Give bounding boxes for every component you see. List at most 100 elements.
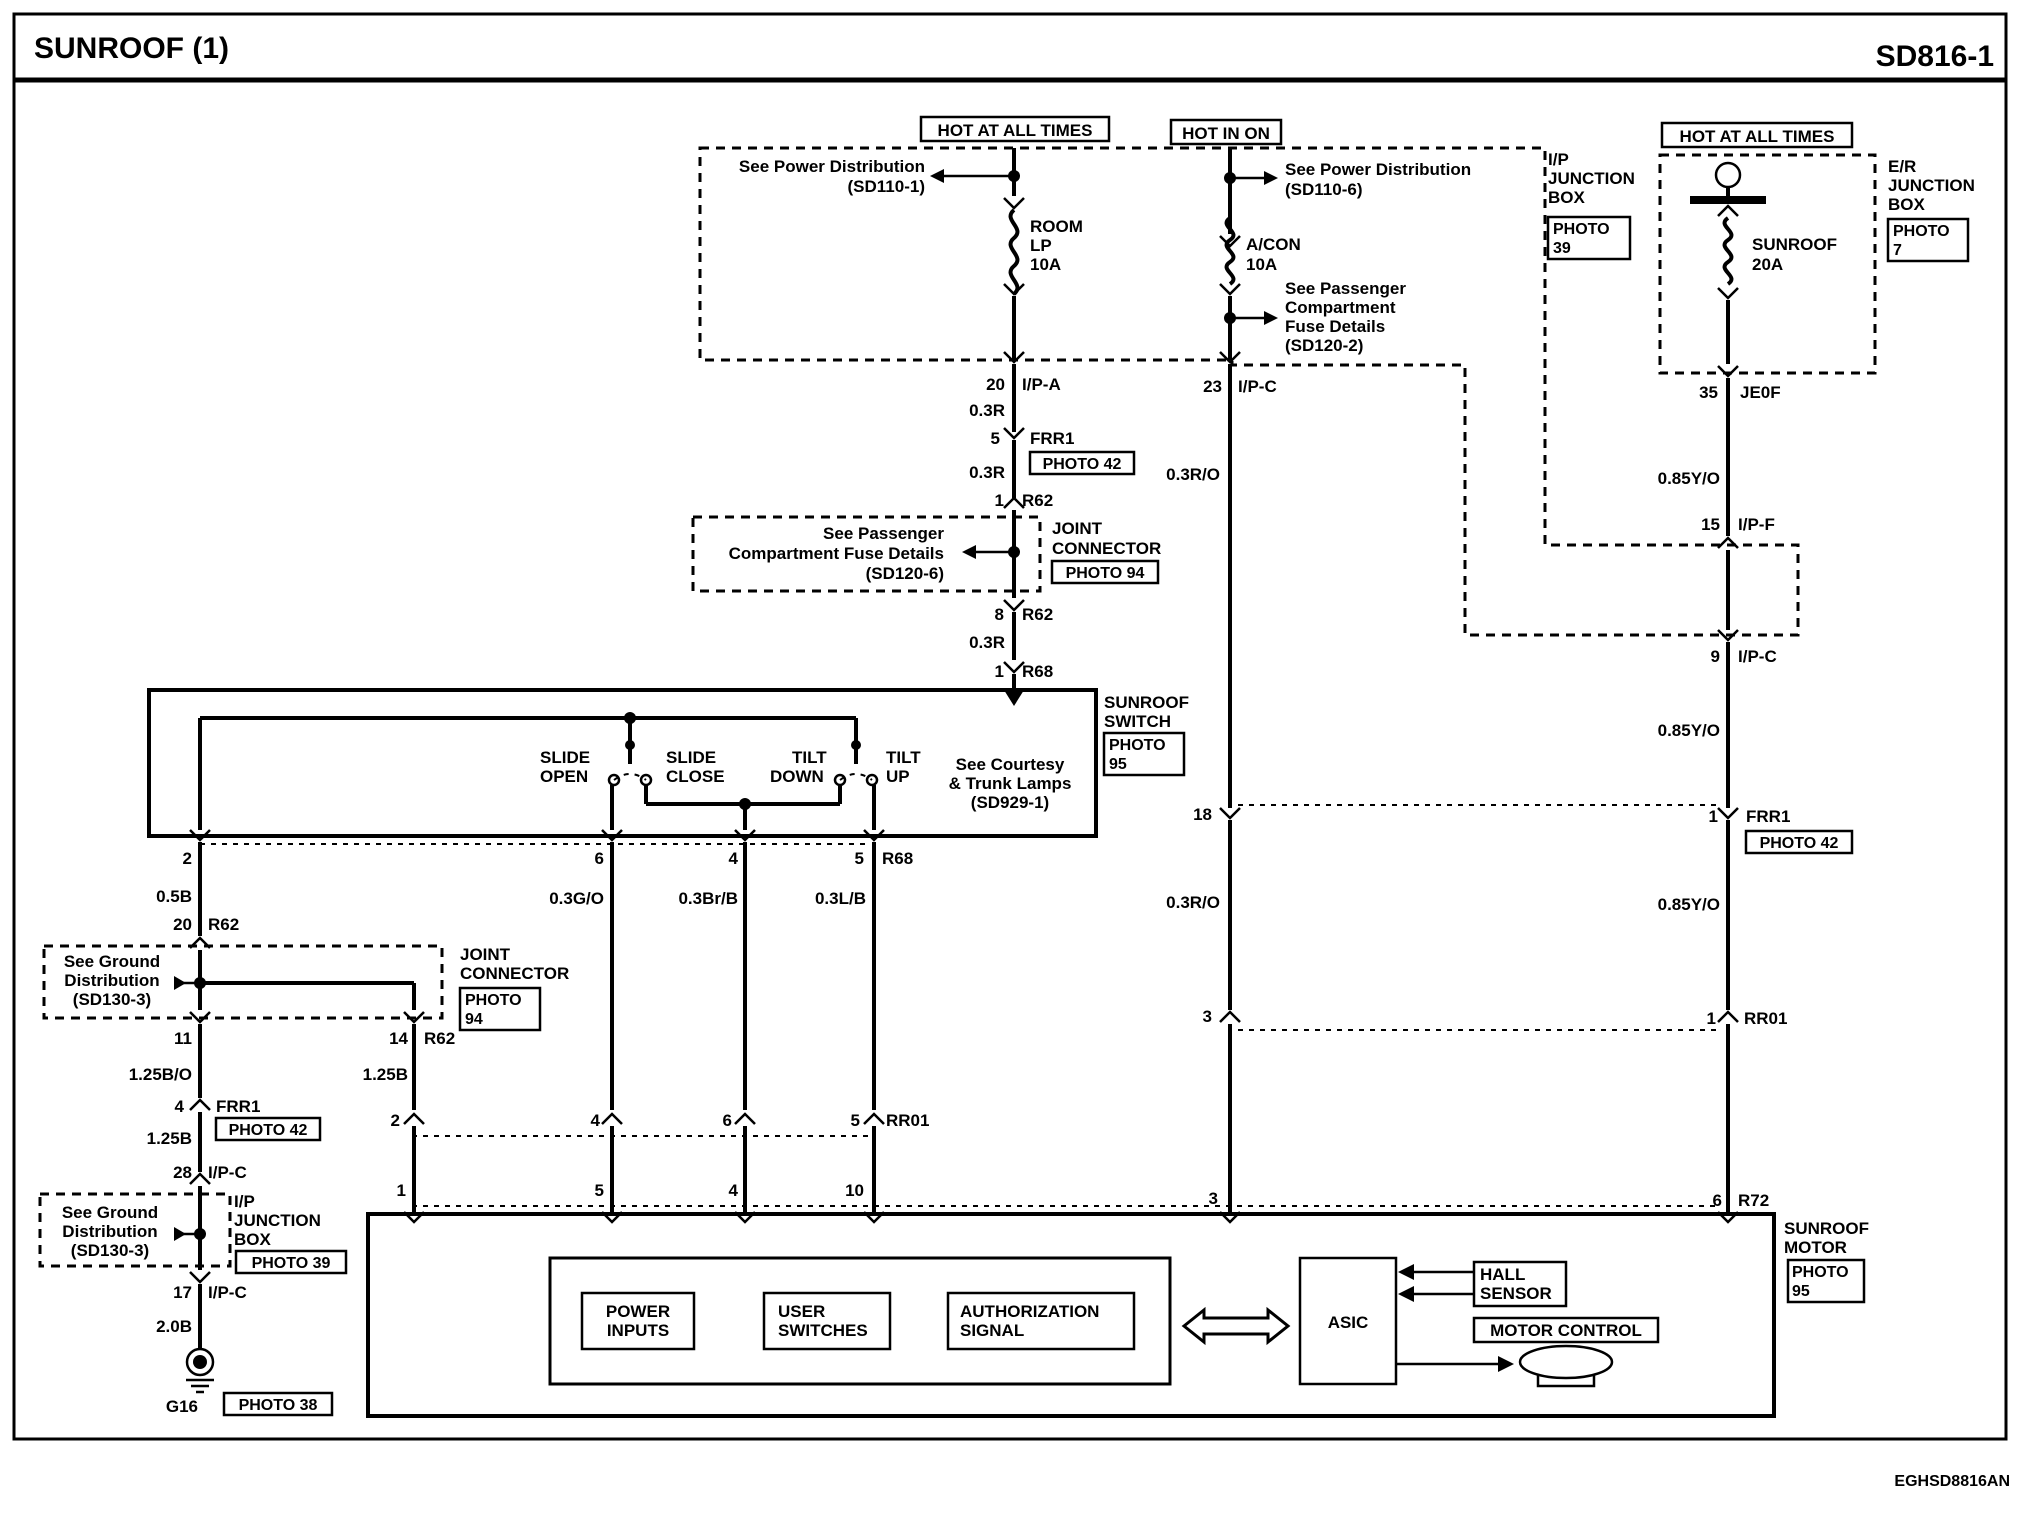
ip-junction-box-lower-outline [38,1192,232,1268]
svg-text:MOTOR: MOTOR [1784,1238,1847,1257]
power-label-hot-in-on: HOT IN ON [1169,118,1283,146]
svg-text:JUNCTION: JUNCTION [1888,176,1975,195]
block-power-inputs: POWER INPUTS [580,1291,696,1351]
arrowhead [1264,311,1278,325]
motor-inner-panel [548,1256,1172,1386]
sunroof-switch-label: SUNROOF SWITCH [1104,693,1189,731]
conn-1-frr1: 1 [1709,807,1718,826]
conn-15-ipf: 15 [1701,515,1720,534]
svg-text:UP: UP [886,767,910,786]
wire-03r-b: 0.3R [969,463,1005,482]
conn-r62-b: R62 [1022,605,1053,624]
arrowhead [930,169,944,183]
svg-text:ROOM: ROOM [1030,217,1083,236]
motor-pin-1: 1 [397,1181,406,1200]
conn-ipc-a: I/P-C [1238,377,1277,396]
page-title: SUNROOF (1) [34,32,229,65]
power-dist-1-ref: See Power Distribution (SD110-1) [739,157,925,196]
svg-text:OPEN: OPEN [540,767,588,786]
svg-text:BOX: BOX [234,1230,272,1249]
acon-circuit [1219,148,1241,1224]
svg-text:SWITCH: SWITCH [1104,712,1171,731]
svg-text:USER: USER [778,1302,825,1321]
svg-text:10A: 10A [1246,255,1277,274]
svg-text:Distribution: Distribution [64,971,159,990]
svg-text:JOINT: JOINT [460,945,511,964]
wire-03ro-b: 0.3R/O [1166,893,1220,912]
page-border [12,12,2008,1441]
ground-branch-wires [189,936,425,1348]
arrowhead [1264,171,1278,185]
ground-symbol [185,1347,215,1394]
switch-output-wires [189,829,885,1224]
svg-text:7: 7 [1893,242,1902,259]
svg-text:PHOTO 39: PHOTO 39 [252,1255,331,1272]
conn-1-r68: 1 [995,662,1004,681]
wire-085yo-a: 0.85Y/O [1658,469,1720,488]
svg-text:See Ground: See Ground [64,952,160,971]
svg-text:10A: 10A [1030,255,1061,274]
photo-94-badge-b: PHOTO 94 [458,986,542,1032]
conn-r62-a: R62 [1022,491,1053,510]
conn-11: 11 [174,1029,192,1048]
conn-4-rr: 4 [591,1111,601,1130]
conn-4-frr1: 4 [175,1097,185,1116]
conn-r68-a: R68 [1022,662,1053,681]
block-motor-control: MOTOR CONTROL [1472,1316,1660,1344]
photo-42-badge-a: PHOTO 42 [1028,450,1136,476]
svg-text:CLOSE: CLOSE [666,767,725,786]
room-lp-fuse-label: ROOM LP 10A [1030,217,1083,274]
svg-text:95: 95 [1792,1283,1810,1300]
sunroof-fuse-label: SUNROOF 20A [1752,235,1837,274]
svg-text:(SD110-6): (SD110-6) [1285,180,1362,199]
block-user-switches: USER SWITCHES [762,1291,892,1351]
joint-connector-lower-outline [42,944,444,1020]
svg-text:CONNECTOR: CONNECTOR [460,964,569,983]
svg-text:TILT: TILT [886,748,921,767]
sunroof-switch-box [147,688,1098,838]
conn-5-frr1: 5 [991,429,1000,448]
conn-8-r62: 8 [995,605,1004,624]
conn-ipf: I/P-F [1738,515,1775,534]
photo-38-badge: PHOTO 38 [222,1391,334,1417]
wire-125b-b: 1.25B [147,1129,192,1148]
svg-text:95: 95 [1109,756,1127,773]
svg-text:See Courtesy: See Courtesy [956,755,1065,774]
conn-35-je0f: 35 [1699,383,1718,402]
footer-code: EGHSD8816AN [1894,1473,2010,1490]
wire-03ro-a: 0.3R/O [1166,465,1220,484]
conn-r62-c: R62 [208,915,239,934]
sw-pin-2: 2 [183,849,192,868]
conn-2-rr: 2 [391,1111,400,1130]
conn-ipc-c: I/P-C [208,1163,247,1182]
conn-17-ipc: 17 [173,1283,192,1302]
motor-pin-10: 10 [845,1181,864,1200]
motor-pin-5: 5 [595,1181,604,1200]
svg-text:(SD120-6): (SD120-6) [866,564,944,583]
svg-text:SUNROOF: SUNROOF [1752,235,1837,254]
conn-r72: R72 [1738,1191,1769,1210]
joint-connector-upper-label: JOINT CONNECTOR [1052,519,1161,558]
er-junction-box-outline [1658,153,1877,375]
svg-text:PHOTO: PHOTO [1109,737,1166,754]
power-dist-6-ref: See Power Distribution (SD110-6) [1285,160,1471,199]
conn-r68-b: R68 [882,849,913,868]
block-authorization-signal: AUTHORIZATION SIGNAL [946,1291,1136,1351]
wire-03r-c: 0.3R [969,633,1005,652]
conn-3-rr: 3 [1203,1007,1212,1026]
svg-text:39: 39 [1553,240,1571,257]
photo-7-badge: PHOTO 7 [1886,217,1970,263]
conn-frr1-b: FRR1 [1746,807,1790,826]
wire-125b-a: 1.25B [363,1065,408,1084]
switch-contacts [198,712,879,830]
ground-2-ref: See Ground Distribution (SD130-3) [62,1203,158,1260]
svg-text:See Passenger: See Passenger [1285,279,1406,298]
wire-03brb: 0.3Br/B [678,889,738,908]
svg-text:I/P: I/P [234,1192,255,1211]
conn-ipc-b: I/P-C [1738,647,1777,666]
wire-03r-a: 0.3R [969,401,1005,420]
ip-junction-box-label: I/P JUNCTION BOX [1548,150,1635,207]
switch-label-tilt-up: TILT UP [886,748,921,786]
svg-text:JUNCTION: JUNCTION [1548,169,1635,188]
